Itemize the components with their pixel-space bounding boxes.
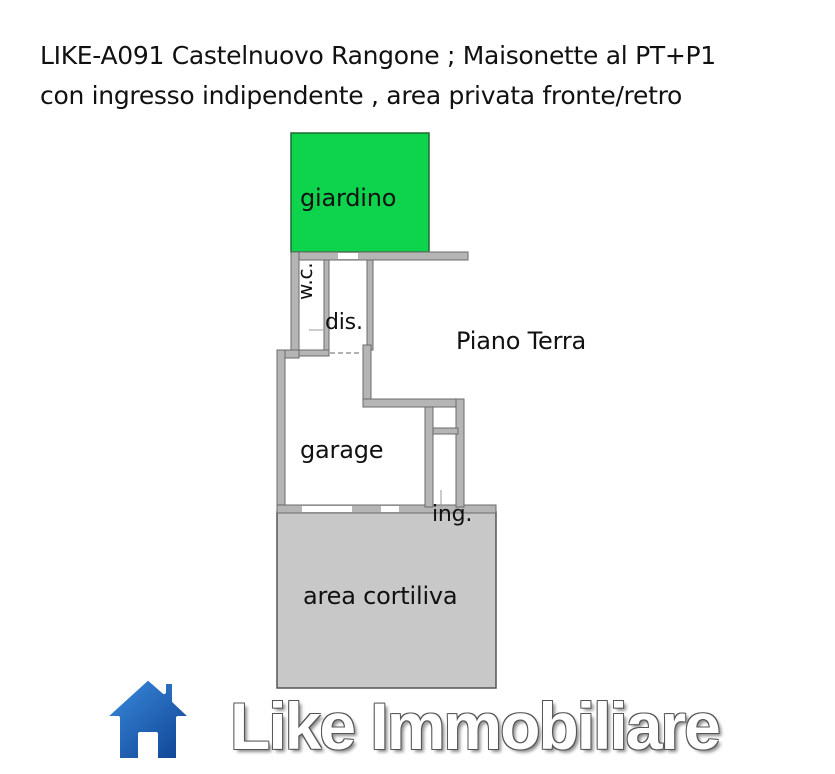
room-label-area-cortiliva: area cortiliva [303, 582, 458, 610]
house-icon [102, 676, 194, 762]
brand-name: Like Immobiliare [230, 689, 721, 763]
room-label-wc: w.c. [293, 262, 317, 300]
room-label-ingresso: ing. [432, 502, 473, 527]
floor-label: Piano Terra [456, 327, 587, 355]
room-label-giardino: giardino [300, 184, 397, 212]
title-line-1: LIKE-A091 Castelnuovo Rangone ; Maisonet… [40, 41, 716, 70]
courtyard-area [276, 511, 497, 689]
title-line-2: con ingresso indipendente , area privata… [40, 81, 682, 110]
room-label-garage: garage [300, 436, 384, 464]
listing-title: LIKE-A091 Castelnuovo Rangone ; Maisonet… [40, 36, 716, 116]
openings [302, 253, 399, 512]
room-label-dis: dis. [325, 310, 363, 335]
